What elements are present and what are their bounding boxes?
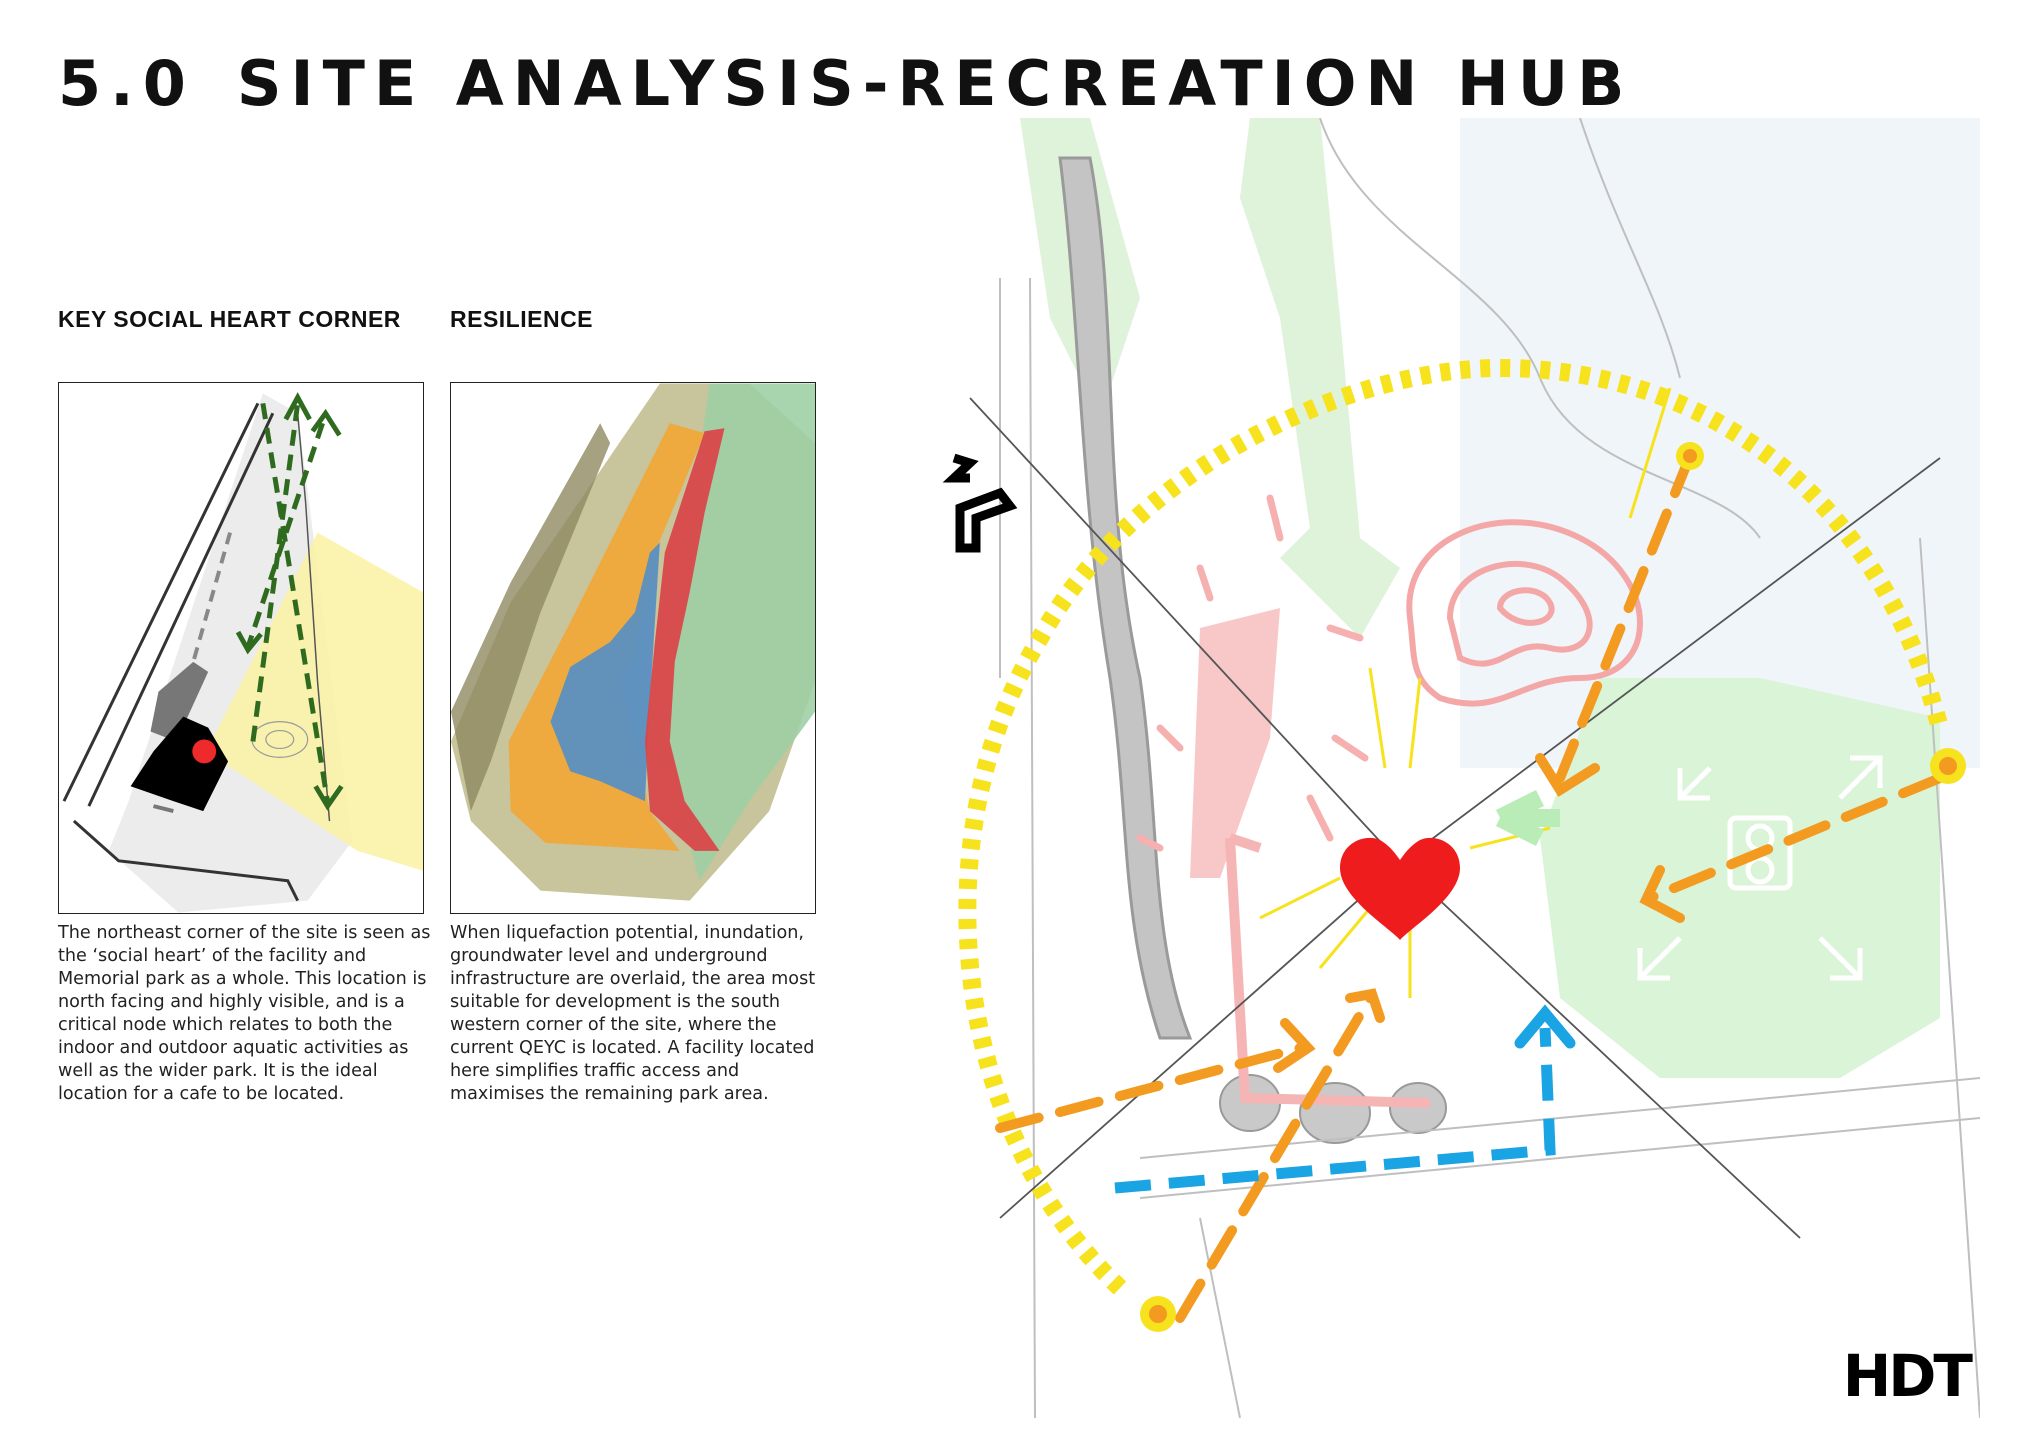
zone-red (644, 428, 725, 851)
yellow-ring (958, 358, 1949, 1295)
boundary-line (296, 413, 331, 822)
social-heart-marker (192, 739, 217, 764)
green-swath-arrow (1240, 118, 1400, 638)
panel-heading-social-heart: KEY SOCIAL HEART CORNER (58, 306, 401, 332)
green-arrow-west (1495, 789, 1560, 847)
aerial-terrain-dark (451, 423, 611, 812)
social-heart-diagram-svg (62, 392, 423, 913)
social-heart-description: The northeast corner of the site is seen… (58, 923, 431, 1104)
sight-lines (969, 397, 1941, 1239)
hdt-logo: HDT (1842, 1342, 1973, 1410)
sun-sector (206, 532, 423, 871)
north-arrow-icon (942, 453, 1018, 553)
mound-contour-inner (265, 729, 295, 750)
orange-arrows (995, 451, 1945, 1323)
panel-heading-resilience: RESILIENCE (450, 306, 594, 332)
pink-hill-contours (1406, 519, 1643, 707)
resilience-diagram-svg (451, 383, 815, 901)
pink-zone-outline (1225, 833, 1431, 1108)
orange-origin-dots (1140, 442, 1966, 1332)
section-title: SITE ANALYSIS-RECREATION HUB (236, 47, 1634, 120)
resilience-diagram (450, 382, 816, 914)
road-outline (62, 402, 300, 902)
zone-orange (508, 423, 705, 851)
grey-arrow-path-south (152, 804, 174, 814)
green-arrow-path (245, 402, 330, 802)
page-title: 5.0 SITE ANALYSIS-RECREATION HUB (58, 44, 1633, 124)
social-heart-icon (1340, 837, 1460, 940)
water-area (1460, 118, 1980, 768)
site-analysis-map (940, 118, 1980, 1418)
grey-arrow-path (191, 532, 232, 663)
building-grey (150, 661, 209, 742)
green-park (1540, 678, 1940, 1078)
blue-access-arrow (1114, 1027, 1556, 1194)
green-arrow-heads (235, 392, 344, 811)
tree-line (1058, 156, 1193, 1040)
section-number: 5.0 (58, 47, 195, 120)
pink-radiating-marks (1136, 494, 1369, 852)
social-heart-diagram (58, 382, 424, 914)
pink-zone-block (1190, 608, 1280, 878)
zone-blue (550, 542, 660, 802)
park-activity-icons (1637, 755, 1883, 981)
blue-arrow-head (1514, 1004, 1576, 1049)
resilience-description: When liquefaction potential, inundation,… (450, 923, 816, 1104)
site-analysis-map-svg (942, 118, 1980, 1418)
